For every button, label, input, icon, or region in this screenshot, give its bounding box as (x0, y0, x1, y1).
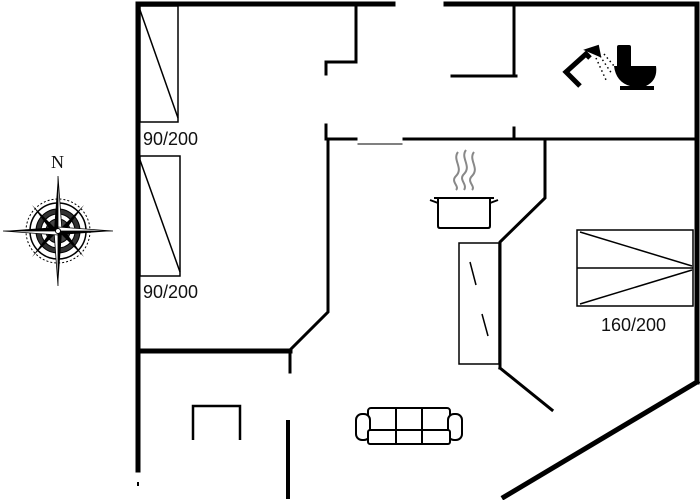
kitchen-counter (458, 242, 500, 365)
shower-icon (562, 44, 615, 88)
table-icon (191, 404, 242, 440)
wall-kitchen-divider (498, 137, 547, 370)
outer-wall-diagonal (500, 378, 700, 500)
steam-icon (453, 149, 476, 191)
wall-upper-stub (324, 6, 358, 76)
wall-corridor-left (324, 123, 358, 141)
toilet-icon (614, 45, 657, 90)
bed-single-1 (139, 5, 179, 123)
cooking-pot-icon (429, 197, 499, 229)
bed-double (576, 229, 694, 307)
sofa-icon (355, 407, 463, 445)
bed-single-2 (139, 155, 181, 277)
wall-living-left (288, 137, 330, 374)
bed-label-1: 90/200 (143, 129, 198, 149)
bed-label-3: 160/200 (601, 315, 666, 335)
walls (135, 1, 700, 500)
compass-rose-icon (2, 175, 114, 287)
compass-north-label: N (51, 152, 64, 172)
wall-kitchen-diagonal (497, 365, 555, 413)
bed-label-2: 90/200 (143, 282, 198, 302)
